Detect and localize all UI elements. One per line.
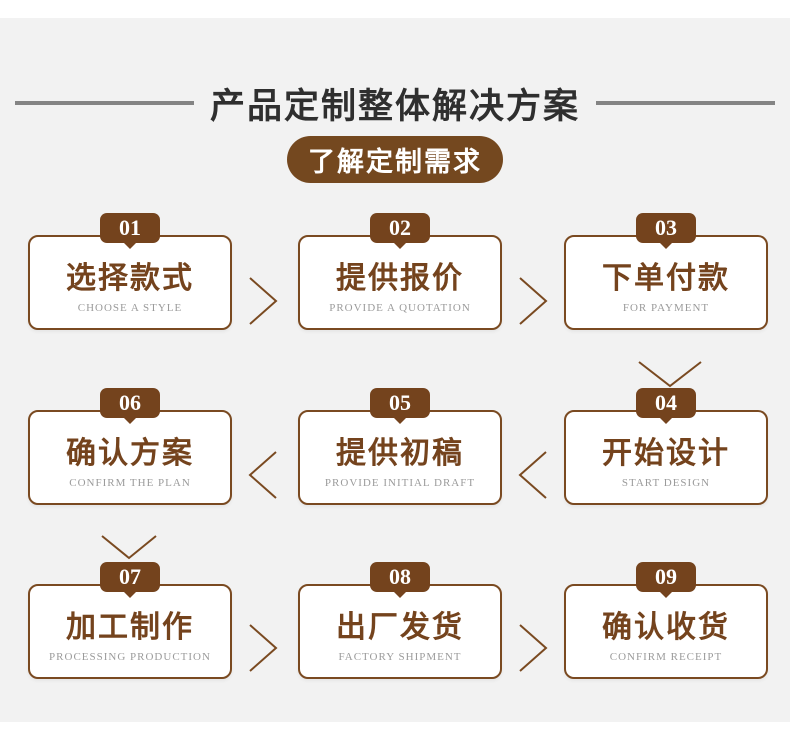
step-title: 确认方案: [66, 436, 194, 470]
step-number-badge: 05: [370, 388, 430, 418]
step-title: 开始设计: [602, 436, 730, 470]
step-number: 07: [119, 564, 141, 589]
arrow-left-icon: [518, 450, 548, 500]
step-title: 提供初稿: [336, 436, 464, 470]
title-rule-left: [15, 101, 194, 105]
diagram-background: 产品定制整体解决方案 了解定制需求 01 选择款式 CHOOSE A STYLE…: [0, 18, 790, 722]
step-title: 选择款式: [66, 261, 194, 295]
step-title: 确认收货: [602, 610, 730, 644]
step-title: 加工制作: [66, 610, 194, 644]
step-cell-07: 07 加工制作 PROCESSING PRODUCTION: [28, 562, 232, 680]
step-number: 02: [389, 215, 411, 240]
step-cell-02: 02 提供报价 PROVIDE A QUOTATION: [298, 213, 502, 331]
step-number-badge: 08: [370, 562, 430, 592]
step-card: 确认收货 CONFIRM RECEIPT: [564, 584, 768, 679]
step-title: 下单付款: [602, 261, 730, 295]
step-cell-08: 08 出厂发货 FACTORY SHIPMENT: [298, 562, 502, 680]
step-card: 下单付款 FOR PAYMENT: [564, 235, 768, 330]
page-title: 产品定制整体解决方案: [210, 86, 581, 126]
step-card: 提供报价 PROVIDE A QUOTATION: [298, 235, 502, 330]
step-subtitle: CONFIRM THE PLAN: [69, 476, 191, 489]
step-cell-09: 09 确认收货 CONFIRM RECEIPT: [564, 562, 768, 680]
step-number: 01: [119, 215, 141, 240]
arrow-down-icon: [637, 360, 703, 388]
step-number: 05: [389, 390, 411, 415]
step-subtitle: FOR PAYMENT: [622, 301, 710, 314]
step-cell-05: 05 提供初稿 PROVIDE INITIAL DRAFT: [298, 388, 502, 506]
step-number: 09: [655, 564, 677, 589]
arrow-down-icon: [100, 534, 158, 560]
step-card: 加工制作 PROCESSING PRODUCTION: [28, 584, 232, 679]
arrow-left-icon: [248, 450, 278, 500]
step-number: 08: [389, 564, 411, 589]
step-cell-01: 01 选择款式 CHOOSE A STYLE: [28, 213, 232, 331]
title-rule-right: [596, 101, 776, 105]
step-subtitle: START DESIGN: [621, 476, 711, 489]
step-card: 开始设计 START DESIGN: [564, 410, 768, 505]
step-number-badge: 07: [100, 562, 160, 592]
step-subtitle: PROVIDE A QUOTATION: [329, 301, 471, 314]
step-number-badge: 03: [636, 213, 696, 243]
arrow-right-icon: [248, 276, 278, 326]
step-cell-03: 03 下单付款 FOR PAYMENT: [564, 213, 768, 331]
step-subtitle: PROVIDE INITIAL DRAFT: [324, 476, 476, 489]
step-number: 03: [655, 215, 677, 240]
step-card: 提供初稿 PROVIDE INITIAL DRAFT: [298, 410, 502, 505]
step-card: 出厂发货 FACTORY SHIPMENT: [298, 584, 502, 679]
arrow-right-icon: [518, 623, 548, 673]
arrow-right-icon: [248, 623, 278, 673]
arrow-right-icon: [518, 276, 548, 326]
subtitle-badge: 了解定制需求: [287, 136, 503, 183]
step-subtitle: PROCESSING PRODUCTION: [49, 650, 211, 663]
step-cell-06: 06 确认方案 CONFIRM THE PLAN: [28, 388, 232, 506]
step-number-badge: 06: [100, 388, 160, 418]
step-cell-04: 04 开始设计 START DESIGN: [564, 388, 768, 506]
step-card: 确认方案 CONFIRM THE PLAN: [28, 410, 232, 505]
step-number-badge: 09: [636, 562, 696, 592]
step-subtitle: CHOOSE A STYLE: [77, 301, 183, 314]
step-card: 选择款式 CHOOSE A STYLE: [28, 235, 232, 330]
step-number-badge: 02: [370, 213, 430, 243]
step-subtitle: CONFIRM RECEIPT: [609, 650, 723, 663]
step-number-badge: 01: [100, 213, 160, 243]
step-title: 出厂发货: [336, 610, 464, 644]
step-number: 06: [119, 390, 141, 415]
step-subtitle: FACTORY SHIPMENT: [338, 650, 462, 663]
step-number: 04: [655, 390, 677, 415]
step-number-badge: 04: [636, 388, 696, 418]
step-title: 提供报价: [336, 261, 464, 295]
title-section: 产品定制整体解决方案: [0, 80, 790, 126]
